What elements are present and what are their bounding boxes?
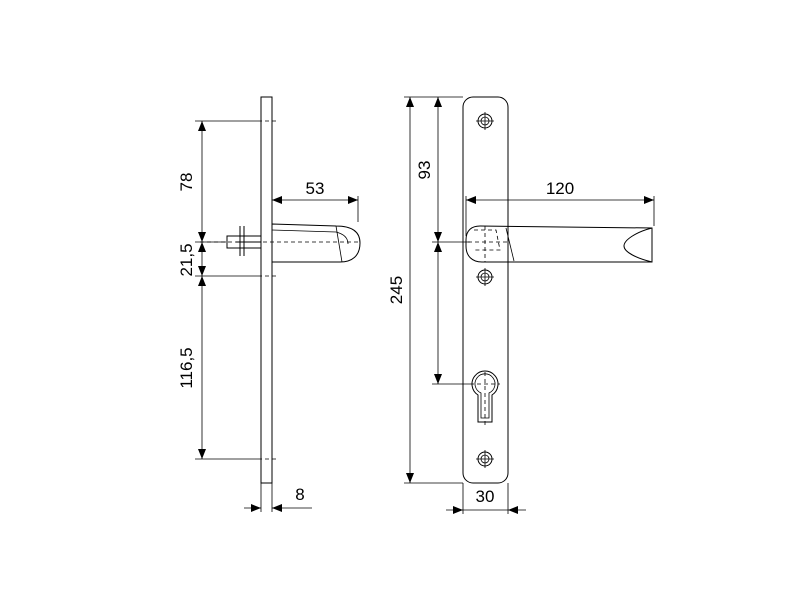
dim-21-5-label: 21,5 [177,243,196,276]
dim-120-label: 120 [546,179,574,198]
side-handle [271,223,361,263]
front-backplate [462,96,509,484]
dim-30-label: 30 [476,487,495,506]
side-view: 78 21,5 116,5 53 8 [177,96,361,512]
dim-245-label: 245 [387,276,406,304]
side-backplate [260,96,273,484]
dim-116-5-label: 116,5 [177,347,196,388]
screw-hole-middle [476,268,494,286]
dim-93-label: 93 [415,161,434,180]
dim-8-label: 8 [295,485,304,504]
spindle [200,226,360,256]
front-view: 245 93 120 30 [387,96,655,514]
dim-53-label: 53 [306,179,325,198]
lever-handle [465,225,653,263]
screw-hole-bottom [476,450,494,468]
dim-78-label: 78 [177,173,196,192]
screw-hole-top [476,112,494,130]
cylinder-keyhole [470,370,500,428]
